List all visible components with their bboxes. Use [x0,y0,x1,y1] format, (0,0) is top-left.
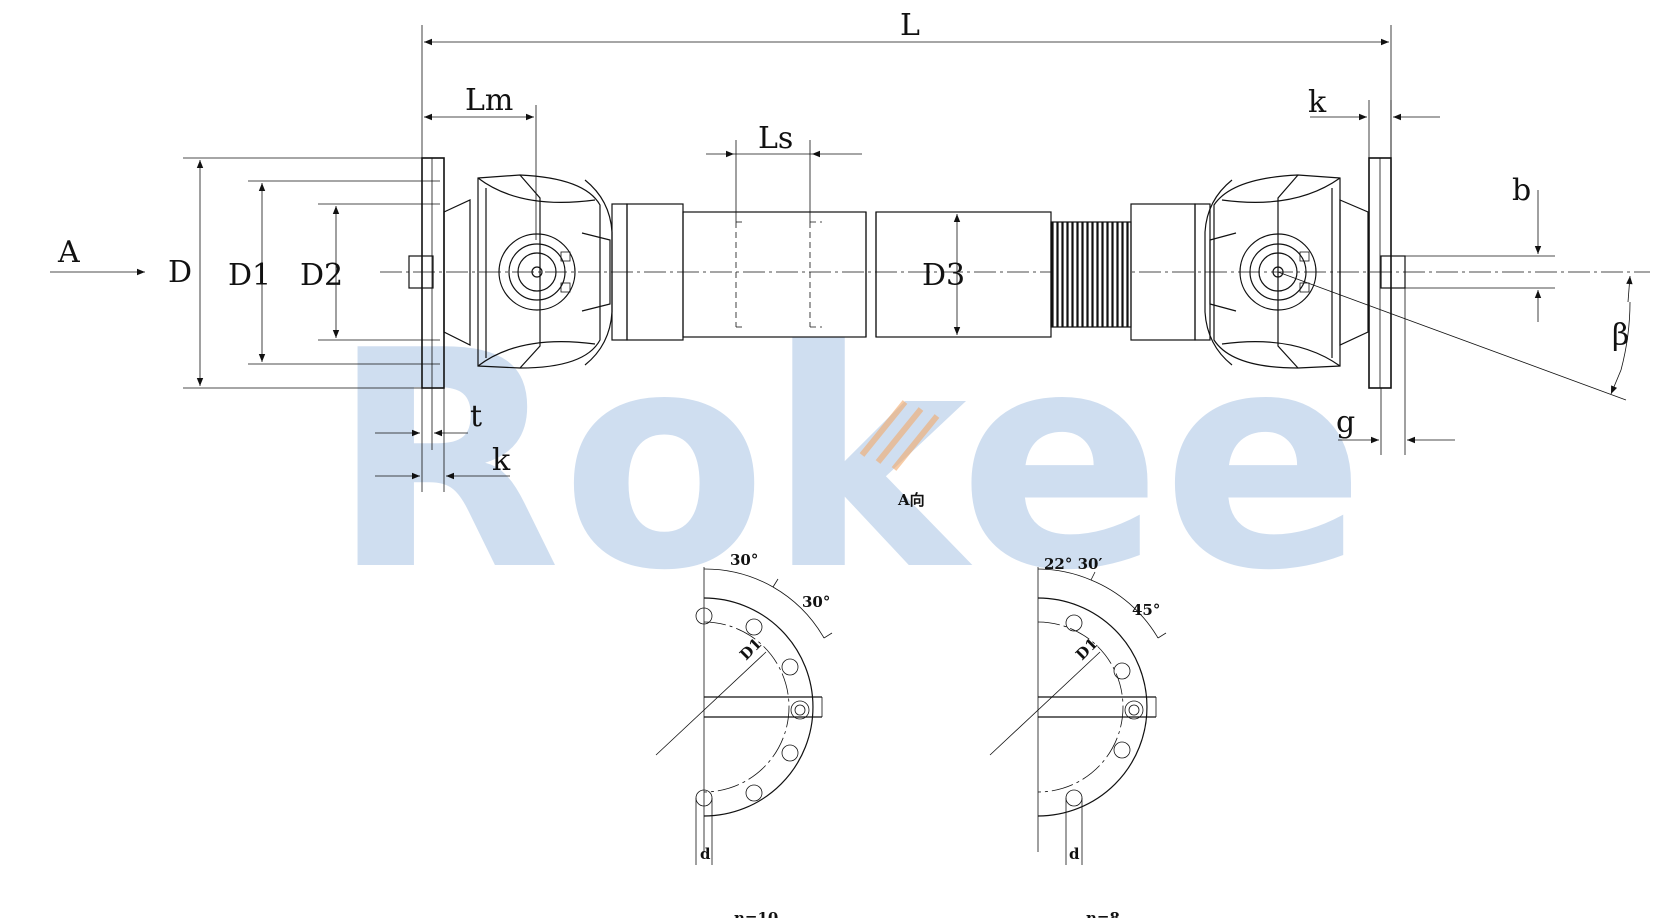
label-g: g [1336,405,1355,440]
right-flange [1368,157,1406,389]
label-k-left: k [492,443,511,478]
dim-D3: D3 [922,214,965,335]
label-Ls: Ls [758,121,793,156]
label-beta: β [1612,318,1629,353]
caption-n8: n=8 [1086,909,1120,918]
angle-top-n8: 22° 30′ [1044,555,1102,573]
dim-k-top: k [1308,85,1440,158]
dim-Ls: Ls [706,121,862,222]
watermark: Rokee [330,287,1366,636]
dim-D: D [168,157,422,389]
dim-D2: D2 [300,203,440,341]
dim-beta: β [1610,275,1633,395]
label-D2: D2 [300,258,343,293]
angle-top-n10: 30° [730,551,758,569]
label-t: t [470,399,482,434]
dim-L: L [421,8,1392,158]
dim-k-left: k [375,443,511,480]
angle-side-n8: 45° [1132,601,1160,619]
bolt-circle-n8: D1 [1072,635,1101,664]
deflection-line [1277,271,1627,401]
caption-n10: n=10 [734,909,778,918]
dim-g: g [1336,288,1455,455]
spline-section [1050,221,1132,328]
dim-D1: D1 [228,180,440,365]
bolt-circle-n10: D1 [736,635,765,664]
view-label: A向 [897,491,925,509]
label-A: A [57,235,80,270]
watermark-text: Rokee [330,287,1366,636]
label-Lm: Lm [465,83,513,118]
hole-n8: d [1069,845,1080,863]
left-universal-joint [477,174,628,369]
dim-Lm: Lm [424,83,537,240]
label-b: b [1512,173,1531,208]
label-k-top: k [1308,85,1327,120]
label-L: L [900,8,920,43]
label-D3: D3 [922,258,965,293]
left-flange [408,157,471,389]
watermark-accent [859,400,940,471]
dim-b: b [1405,173,1555,322]
label-D: D [168,255,192,290]
dim-t: t [375,388,482,492]
angle-side-n10: 30° [802,593,830,611]
hole-n10: d [700,845,711,863]
dim-A-arrow: A [50,235,145,276]
label-D1: D1 [228,258,271,293]
